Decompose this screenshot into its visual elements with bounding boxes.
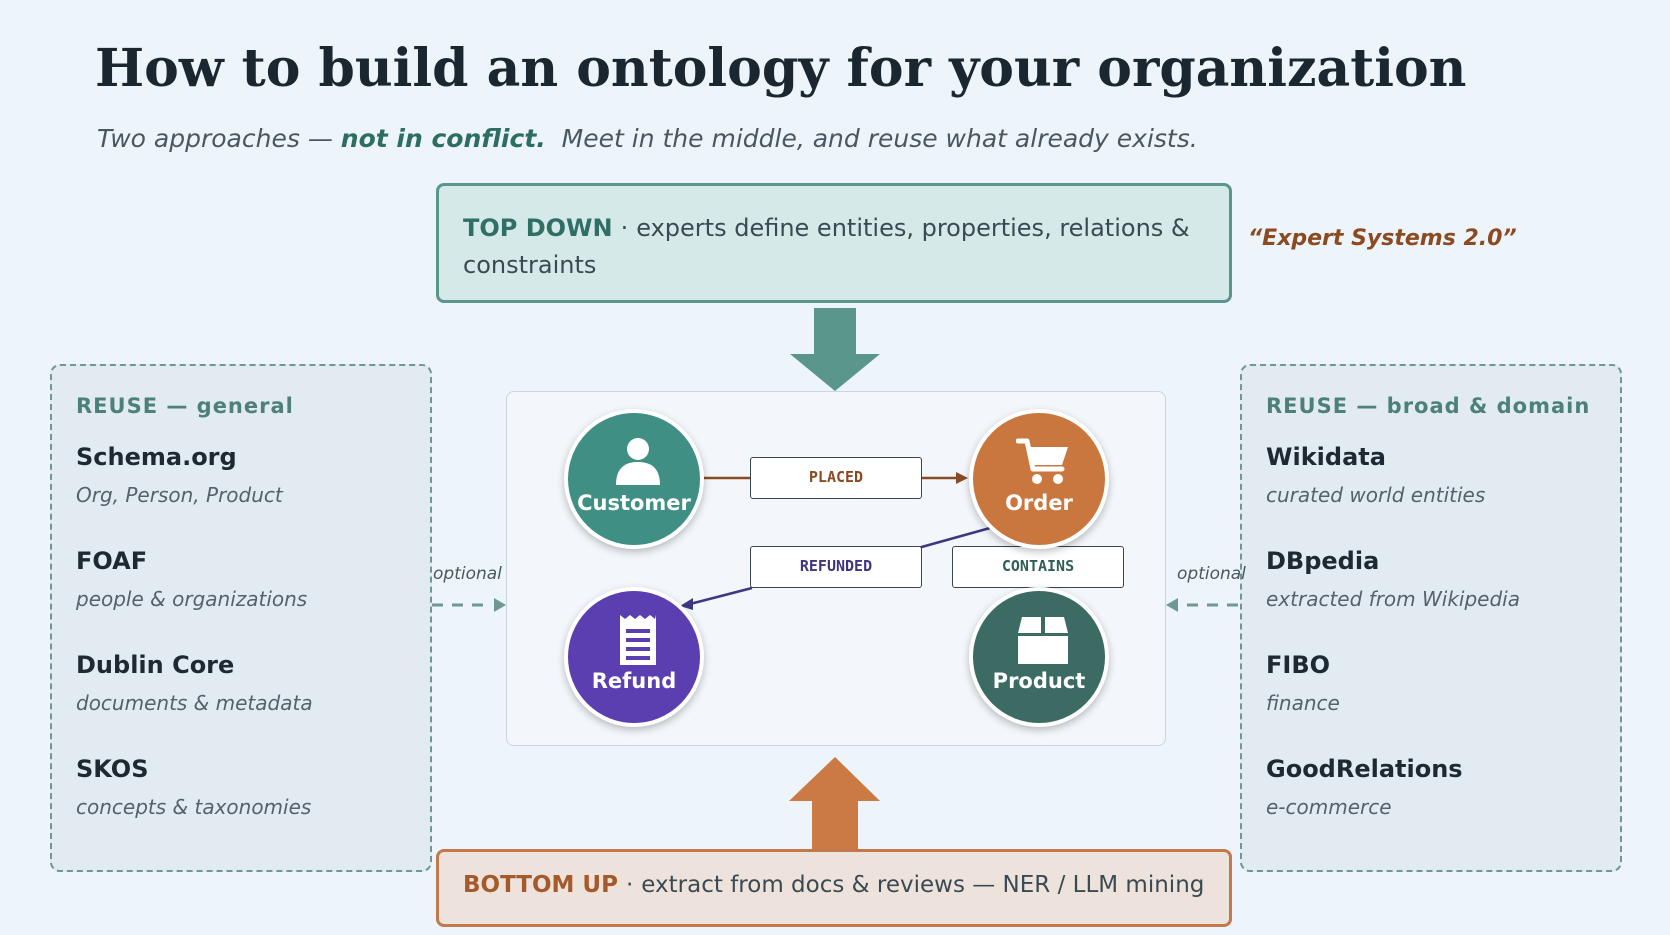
reuse-item-name: DBpedia [1266, 547, 1380, 575]
bottom-up-label: BOTTOM UP [463, 872, 618, 898]
node-refund: Refund [564, 587, 704, 727]
top-down-box: TOP DOWN·experts define entities, proper… [436, 183, 1232, 303]
node-customer: Customer [564, 409, 704, 549]
node-label: Product [992, 669, 1086, 693]
reuse-item-name: Dublin Core [76, 651, 235, 679]
box-icon [1018, 617, 1068, 664]
reuse-item-name: SKOS [76, 755, 149, 783]
node-product: Product [969, 587, 1109, 727]
optional-label-left: optional [433, 564, 502, 584]
reuse-item-desc: people & organizations [76, 587, 308, 611]
bottom-up-box: BOTTOM UP · extract from docs & reviews — … [436, 849, 1232, 927]
page-subtitle: Two approaches — not in conflict. Meet i… [97, 124, 1198, 153]
reuse-item-schema-org: Schema.org Org, Person, Product [76, 443, 406, 547]
bottom-up-separator: · [625, 872, 634, 898]
node-order: Order [969, 409, 1109, 549]
reuse-item-name: Wikidata [1266, 443, 1386, 471]
relation-refunded: REFUNDED [750, 546, 922, 588]
reuse-item-skos: SKOS concepts & taxonomies [76, 755, 406, 859]
reuse-item-fibo: FIBO finance [1266, 651, 1596, 755]
reuse-item-desc: concepts & taxonomies [76, 795, 312, 819]
reuse-item-desc: curated world entities [1266, 483, 1486, 507]
reuse-item-desc: finance [1266, 691, 1340, 715]
reuse-item-name: GoodRelations [1266, 755, 1463, 783]
reuse-domain-panel: REUSE — broad & domain Wikidata curated … [1240, 364, 1622, 872]
node-label: Order [1005, 491, 1073, 515]
receipt-icon [620, 615, 656, 665]
subtitle-part2: Meet in the middle, and reuse what alrea… [545, 124, 1198, 153]
edge-placed [704, 472, 968, 484]
subtitle-part1: Two approaches — [97, 124, 341, 153]
reuse-domain-heading: REUSE — broad & domain [1266, 394, 1591, 418]
reuse-item-name: Schema.org [76, 443, 237, 471]
page-title: How to build an ontology for your organi… [95, 38, 1467, 99]
reuse-item-dublin-core: Dublin Core documents & metadata [76, 651, 406, 755]
reuse-general-panel: REUSE — general Schema.org Org, Person, … [50, 364, 432, 872]
top-down-separator: · [620, 214, 629, 242]
top-down-text: experts define entities, properties, rel… [463, 214, 1190, 279]
optional-arrow-left [432, 598, 506, 612]
optional-arrow-right [1166, 598, 1238, 612]
reuse-item-goodrelations: GoodRelations e-commerce [1266, 755, 1596, 859]
cart-icon [1016, 438, 1068, 484]
top-down-arrow [790, 308, 880, 391]
reuse-general-heading: REUSE — general [76, 394, 294, 418]
reuse-item-name: FOAF [76, 547, 148, 575]
node-label: Refund [591, 669, 677, 693]
reuse-item-dbpedia: DBpedia extracted from Wikipedia [1266, 547, 1596, 651]
reuse-item-desc: e-commerce [1266, 795, 1392, 819]
node-label: Customer [577, 491, 691, 515]
reuse-item-foaf: FOAF people & organizations [76, 547, 406, 651]
relation-contains: CONTAINS [952, 546, 1124, 588]
optional-label-right: optional [1177, 564, 1246, 584]
reuse-item-desc: extracted from Wikipedia [1266, 587, 1520, 611]
reuse-item-name: FIBO [1266, 651, 1331, 679]
top-down-label: TOP DOWN [463, 214, 613, 242]
reuse-item-desc: documents & metadata [76, 691, 313, 715]
subtitle-emphasis: not in conflict. [340, 124, 546, 153]
person-icon [616, 438, 660, 485]
reuse-item-wikidata: Wikidata curated world entities [1266, 443, 1596, 547]
expert-systems-quote: “Expert Systems 2.0” [1248, 226, 1517, 251]
reuse-item-desc: Org, Person, Product [76, 483, 283, 507]
relation-placed: PLACED [750, 457, 922, 499]
bottom-up-text: extract from docs & reviews — NER / LLM … [641, 872, 1205, 898]
bottom-up-arrow [789, 757, 880, 849]
